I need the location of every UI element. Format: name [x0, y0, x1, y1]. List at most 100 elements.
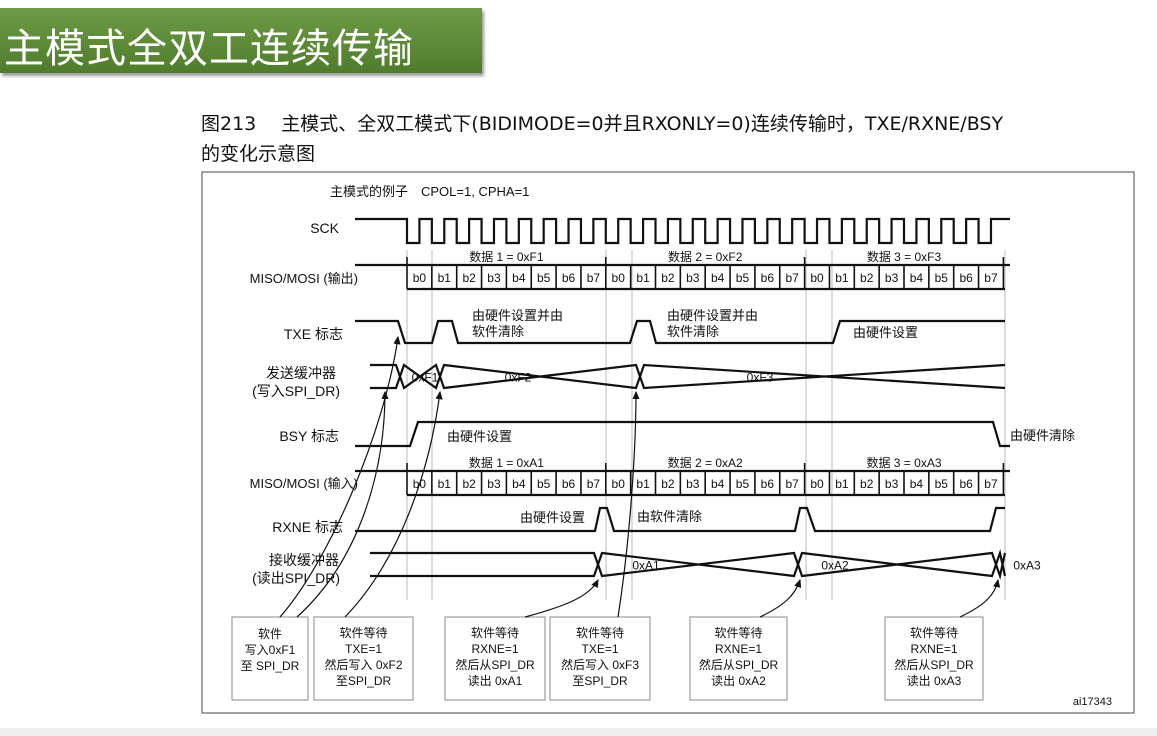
label-rxbuf: 接收缓冲器 — [269, 552, 339, 568]
mosi-out-bit: b3 — [686, 271, 700, 285]
mosi-out-bit: b7 — [785, 271, 799, 285]
figure-id: ai17343 — [1073, 696, 1112, 708]
rxne-waveform — [355, 506, 1005, 533]
box-text: RXNE=1 — [715, 642, 762, 656]
box-text: 至SPI_DR — [336, 674, 392, 688]
arrow-icon — [524, 578, 599, 618]
arrow-icon — [279, 335, 401, 618]
mosi-out-byte-label: 数据 1 = 0xF1 — [469, 249, 544, 264]
miso-in-bit: b3 — [885, 477, 899, 491]
bottom-strip — [0, 728, 1157, 736]
tx-buffer-value: 0xF1 — [412, 371, 439, 385]
miso-in-bit: b7 — [587, 477, 601, 491]
miso-in-bit: b4 — [910, 477, 924, 491]
box-text: 然后从SPI_DR — [455, 657, 535, 672]
slide-title: 主模式全双工连续传输 — [4, 26, 414, 72]
miso-in-bit: b7 — [785, 477, 799, 491]
label-rxne: RXNE 标志 — [272, 519, 343, 535]
note-rxne-clear: 由软件清除 — [637, 509, 702, 524]
miso-in-bit: b1 — [438, 477, 452, 491]
example-label: 主模式的例子 CPOL=1, CPHA=1 — [330, 184, 529, 199]
mosi-out-byte-label: 数据 3 = 0xF3 — [867, 249, 942, 264]
sck-waveform — [355, 217, 1010, 245]
note-bsy-clear: 由硬件清除 — [1010, 428, 1075, 443]
mosi-out-bit: b6 — [959, 271, 973, 285]
rx-buffer-value: 0xA2 — [821, 559, 849, 573]
miso-in-bit: b2 — [860, 477, 874, 491]
mosi-out-bit: b7 — [587, 271, 601, 285]
mosi-out-bit: b1 — [636, 271, 650, 285]
note-txe-1a: 由硬件设置并由 — [472, 308, 563, 323]
mosi-out-bit: b3 — [487, 271, 501, 285]
label-sck: SCK — [310, 220, 339, 236]
miso-in-bit: b2 — [462, 477, 476, 491]
box-text: 写入0xF1 — [245, 643, 296, 657]
mosi-out-bit: b6 — [761, 271, 775, 285]
miso-in-bit: b5 — [736, 477, 750, 491]
arrow-icon — [759, 578, 802, 618]
slide-title-banner: 主模式全双工连续传输 — [0, 8, 482, 73]
mosi-out-bit: b4 — [910, 271, 924, 285]
miso-in-bit: b7 — [984, 477, 998, 491]
label-txbuf-sub: (写入SPI_DR) — [252, 383, 340, 399]
arrow-icon — [344, 390, 443, 618]
label-rxbuf-sub: (读出SPI_DR) — [252, 570, 340, 586]
figure-caption-line1: 图213 主模式、全双工模式下(BIDIMODE=0并且RXONLY=0)连续传… — [201, 113, 1004, 135]
mosi-out-bit: b2 — [860, 271, 874, 285]
bsy-waveform — [355, 420, 1010, 448]
mosi-out-bit: b1 — [835, 271, 849, 285]
miso-in-bit: b6 — [562, 477, 576, 491]
box-text: 读出 0xA1 — [468, 674, 523, 688]
software-step-box — [313, 616, 414, 701]
box-text: 然后从SPI_DR — [699, 657, 779, 672]
mosi-out-bit: b0 — [612, 271, 626, 285]
box-text: RXNE=1 — [910, 642, 957, 656]
mosi-out-bit: b7 — [984, 271, 998, 285]
software-step-box — [231, 616, 309, 701]
label-txe: TXE 标志 — [284, 326, 343, 342]
software-step-box — [444, 616, 546, 701]
miso-in-byte-label: 数据 2 = 0xA2 — [668, 455, 743, 470]
tx-buffer-value: 0xF2 — [505, 371, 532, 385]
mosi-out-bit: b3 — [885, 271, 899, 285]
miso-in-byte-label: 数据 3 = 0xA3 — [866, 455, 941, 470]
mosi-out-bit: b0 — [413, 271, 427, 285]
mosi-out-bit: b2 — [462, 271, 476, 285]
miso-in-bit: b5 — [537, 477, 551, 491]
mosi-out-bit: b0 — [810, 271, 824, 285]
miso-in-bit: b2 — [661, 477, 675, 491]
rx-buffer-bottom — [370, 548, 1007, 578]
miso-in-byte-label: 数据 1 = 0xA1 — [469, 455, 544, 470]
label-bsy: BSY 标志 — [279, 428, 339, 444]
box-text: 然后写入 0xF3 — [561, 657, 639, 672]
software-step-box — [549, 616, 651, 701]
box-text: 至SPI_DR — [572, 674, 628, 688]
box-text: RXNE=1 — [471, 642, 518, 656]
box-text: 软件等待 — [471, 626, 519, 640]
note-txe-set: 由硬件设置 — [853, 325, 918, 340]
miso-in-bit: b1 — [835, 477, 849, 491]
software-step-box — [689, 616, 788, 701]
miso-in-bit: b0 — [612, 477, 626, 491]
note-rxne-set: 由硬件设置 — [520, 510, 585, 525]
mosi-out-byte-label: 数据 2 = 0xF2 — [668, 249, 743, 264]
label-mosi-out: MISO/MOSI (输出) — [250, 271, 358, 286]
note-txe-1b: 软件清除 — [472, 324, 524, 339]
box-text: 软件等待 — [339, 626, 387, 640]
note-txe-2b: 软件清除 — [667, 324, 719, 339]
box-text: 读出 0xA2 — [711, 674, 766, 688]
software-step-box — [884, 616, 984, 701]
mosi-out-bit: b5 — [537, 271, 551, 285]
miso-in-bit: b4 — [512, 477, 526, 491]
tx-buffer-value: 0xF3 — [747, 371, 774, 385]
box-text: 读出 0xA3 — [907, 674, 962, 688]
mosi-out-bit: b2 — [661, 271, 675, 285]
miso-in-bit: b6 — [761, 477, 775, 491]
note-bsy-set: 由硬件设置 — [447, 429, 512, 444]
box-text: 软件等待 — [576, 626, 624, 640]
mosi-out-bit: b5 — [935, 271, 949, 285]
miso-in-bit: b3 — [686, 477, 700, 491]
tx-buffer-bottom — [370, 363, 1006, 390]
label-txbuf: 发送缓冲器 — [266, 365, 336, 381]
